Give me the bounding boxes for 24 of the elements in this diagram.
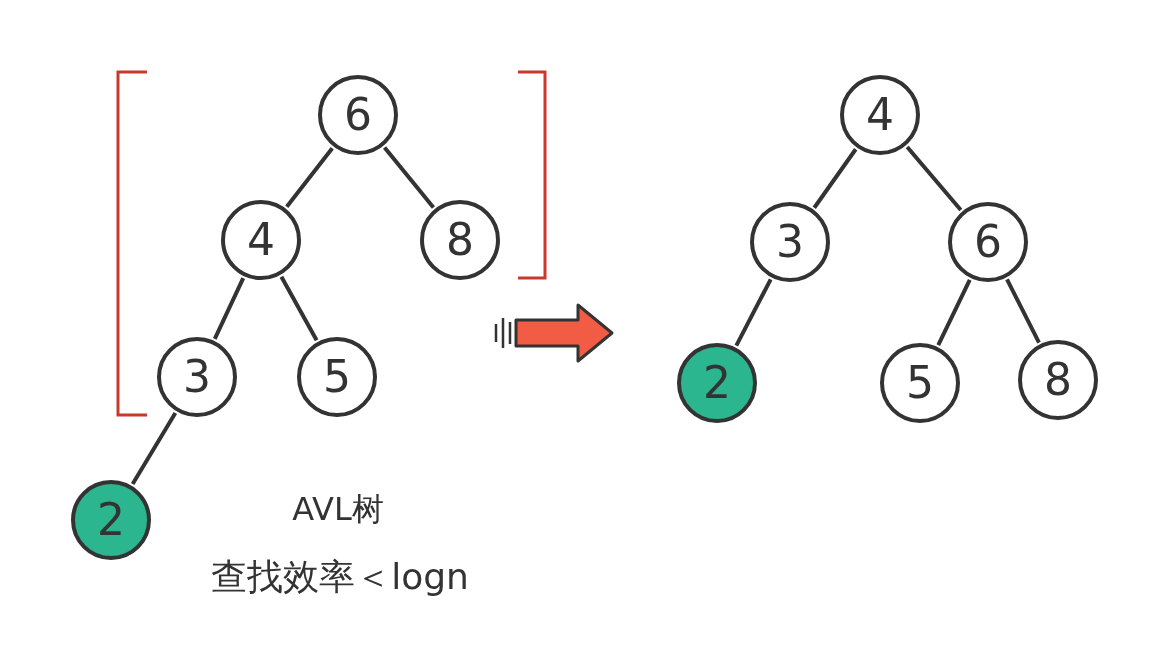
- node-number: 5: [323, 355, 351, 399]
- node-number: 4: [247, 218, 275, 262]
- caption-text: 查找效率＜logn: [211, 555, 469, 599]
- node-number: 2: [97, 498, 125, 542]
- tree-edge: [212, 277, 246, 340]
- tree-edge: [279, 275, 319, 342]
- tree-edge: [285, 146, 334, 209]
- tree-edge: [905, 145, 963, 212]
- caption-text: AVL树: [292, 489, 384, 530]
- node-number: 2: [703, 361, 731, 405]
- tree-edge: [383, 146, 435, 209]
- tree-edge: [936, 278, 972, 347]
- tree-edge: [812, 148, 858, 209]
- node-number: 8: [446, 218, 474, 262]
- node-number: 6: [974, 220, 1002, 264]
- node-number: 5: [906, 361, 934, 405]
- node-number: 6: [344, 93, 372, 137]
- tree-edge: [1005, 278, 1041, 344]
- node-number: 8: [1044, 358, 1072, 402]
- node-number: 4: [866, 93, 894, 137]
- tree-edge: [130, 411, 178, 486]
- node-number: 3: [183, 355, 211, 399]
- node-number: 3: [776, 220, 804, 264]
- tree-edge: [734, 278, 773, 347]
